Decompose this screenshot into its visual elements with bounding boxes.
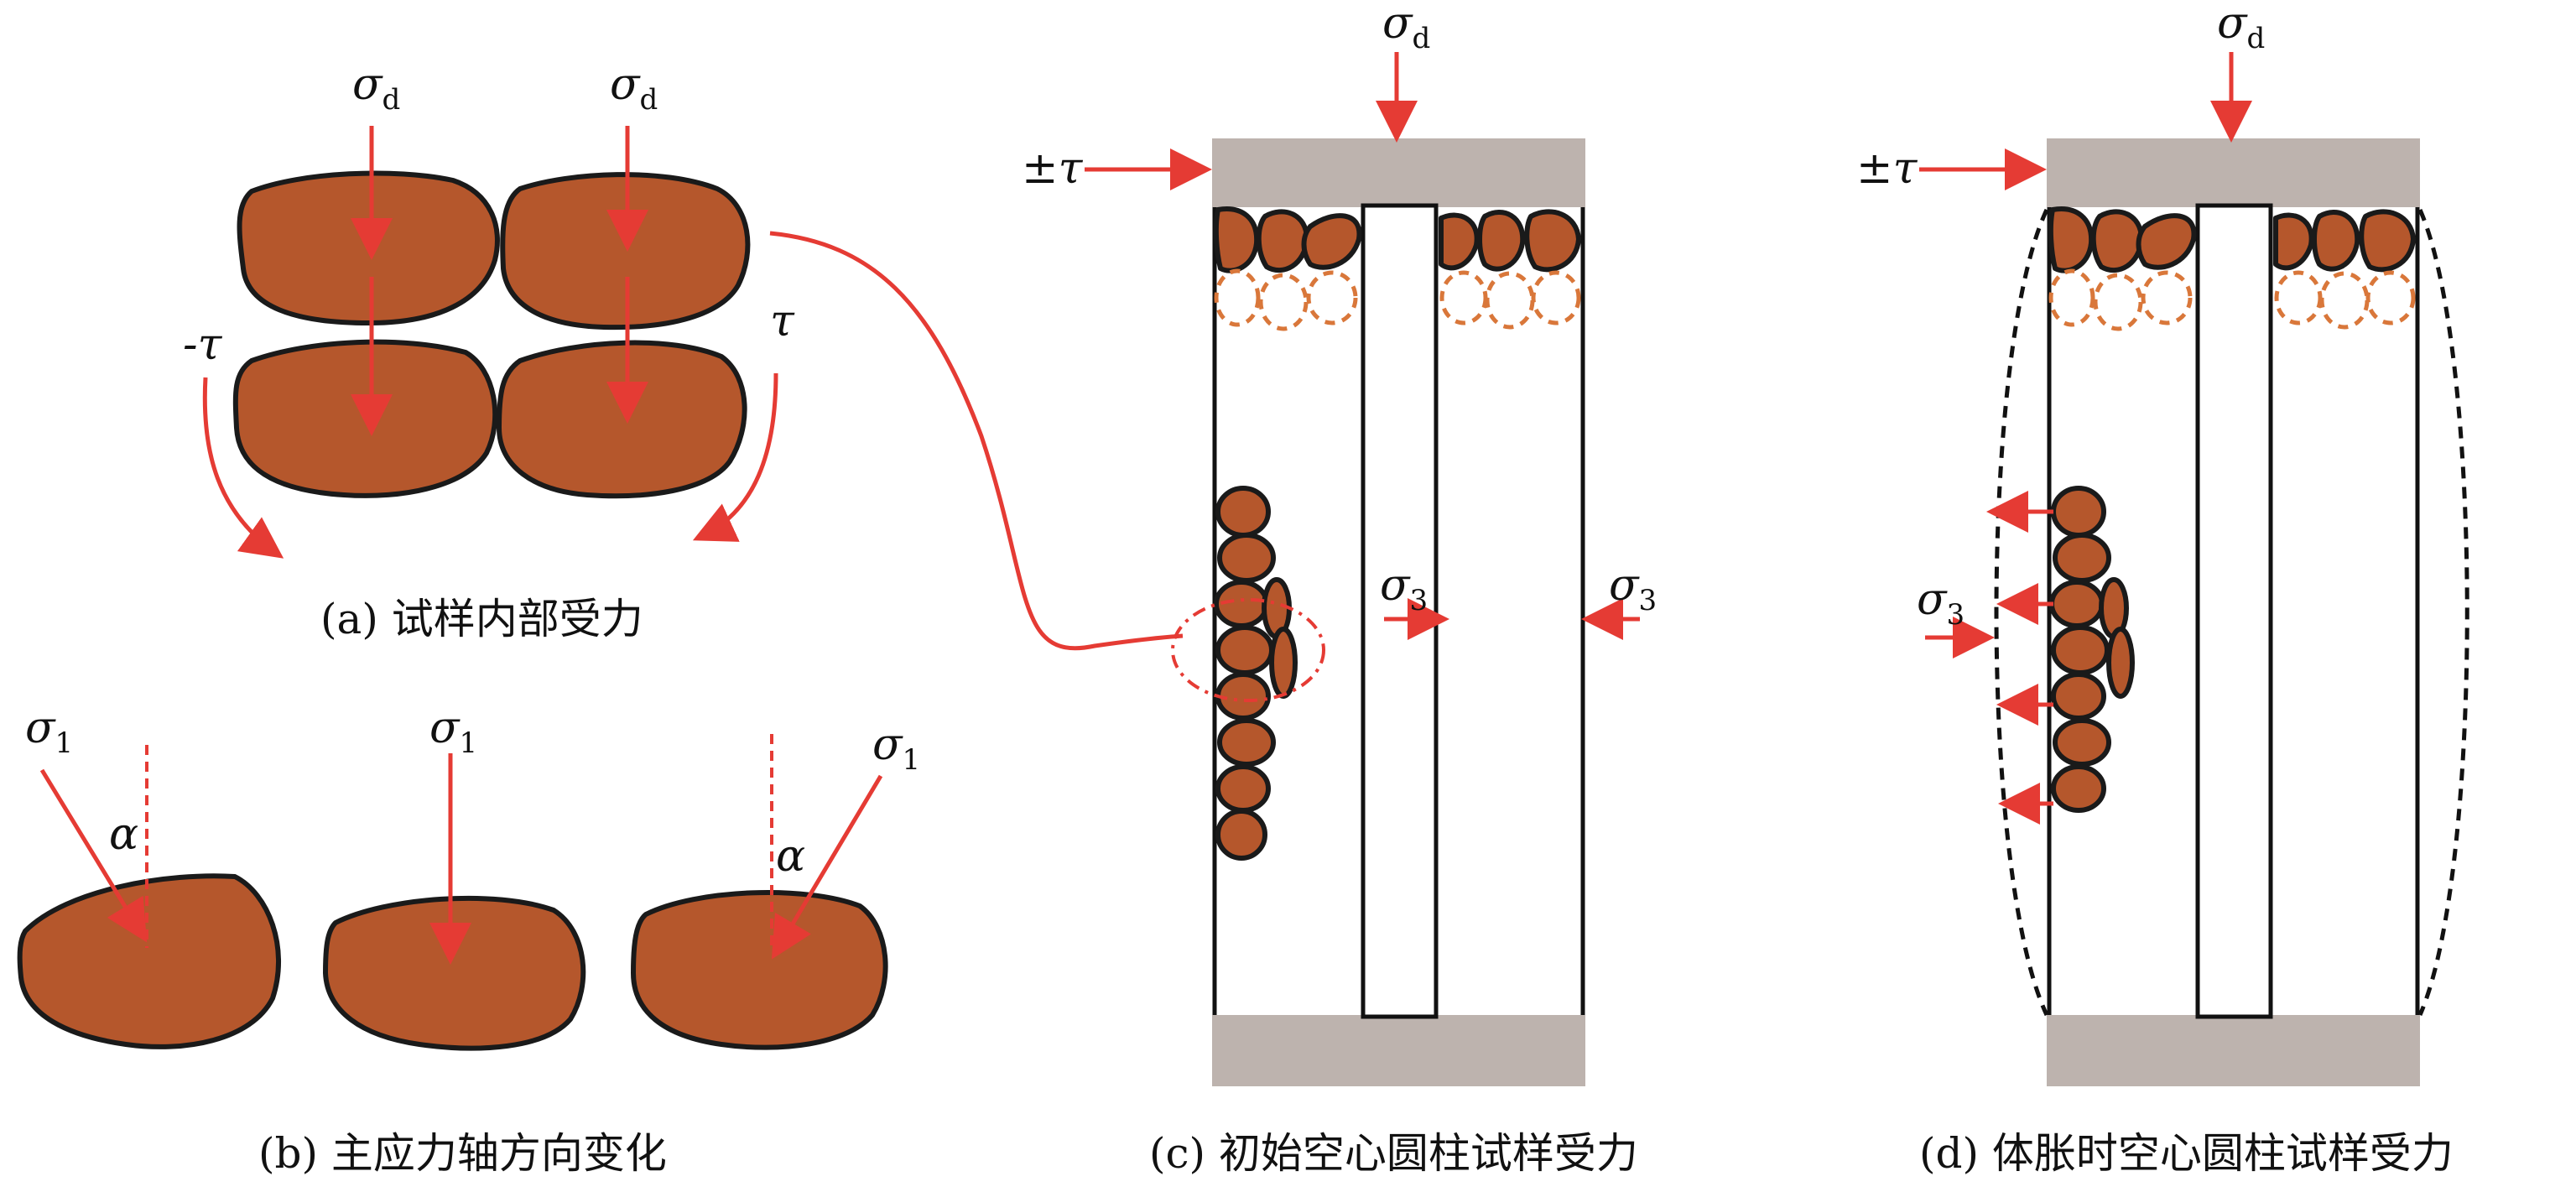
- ghost-particle-c-6: [1531, 270, 1581, 325]
- particle-d-top-4: [2273, 212, 2314, 271]
- particle-c-top-4: [1439, 212, 1480, 271]
- inner-hollow-core-d: [2195, 203, 2273, 1019]
- top-loading-plate-c: [1212, 138, 1585, 207]
- ghost-particle-d-5: [2319, 271, 2370, 330]
- sigma-d-label-a-right: σd: [610, 60, 658, 117]
- ghost-particle-c-2: [1258, 273, 1309, 331]
- bulge-outline-left-d: [1994, 208, 2049, 1017]
- pm-tau-label-d: ±τ: [1856, 143, 1918, 194]
- alpha-label-b-right: α: [776, 831, 805, 882]
- particle-d-top-2: [2090, 209, 2144, 273]
- particle-a-bottom-right: [497, 340, 747, 499]
- zoom-connector-curve: [769, 231, 1184, 651]
- ghost-particle-c-5: [1485, 271, 1535, 330]
- particle-a-top-left: [237, 170, 500, 325]
- particle-d-top-1: [2048, 206, 2095, 273]
- caption-b: (b) 主应力轴方向变化: [258, 1129, 667, 1178]
- sigma-3-label-d: σ3: [1917, 575, 1965, 632]
- panel-c: σd ±τ σ3 σ3: [1022, 0, 1657, 1178]
- particle-d-top-3: [2136, 213, 2197, 270]
- top-loading-plate-d: [2047, 138, 2420, 207]
- sigma-1-arrow-b-left: [39, 768, 148, 943]
- bottom-loading-plate-d: [2047, 1015, 2420, 1086]
- particle-a-top-right: [500, 172, 751, 331]
- sigma-3-label-c-inner: σ3: [1380, 560, 1428, 617]
- sigma-1-label-b-mid: σ1: [429, 703, 477, 760]
- panel-a: σd σd -τ τ (a) 试样内部受力: [183, 60, 795, 643]
- particle-column-d: [2049, 486, 2135, 813]
- highlight-ellipse-c: [1171, 598, 1325, 702]
- pm-tau-label-c: ±τ: [1022, 143, 1084, 194]
- bulge-outline-right-d: [2417, 208, 2469, 1017]
- alpha-label-b-left: α: [109, 809, 138, 860]
- sigma-1-label-b-left: σ1: [25, 703, 73, 760]
- ghost-particle-d-2: [2093, 273, 2143, 331]
- particle-d-top-5: [2312, 210, 2360, 272]
- ghost-particle-c-4: [1439, 270, 1488, 325]
- sigma-1-label-b-right: σ1: [872, 720, 920, 777]
- particle-c-top-1: [1213, 206, 1260, 273]
- particle-b-right: [631, 890, 888, 1050]
- caption-a: (a) 试样内部受力: [320, 595, 643, 643]
- ghost-particle-d-1: [2048, 268, 2095, 327]
- tau-arrow: [692, 372, 778, 542]
- ghost-particle-d-4: [2274, 270, 2323, 325]
- caption-c: (c) 初始空心圆柱试样受力: [1149, 1129, 1638, 1178]
- particle-d-top-6: [2359, 209, 2416, 273]
- ghost-particle-c-1: [1214, 268, 1261, 327]
- particle-a-bottom-left: [232, 339, 498, 498]
- panel-d: σd ±τ σ3: [1856, 0, 2469, 1178]
- panel-b: σ1 σ1 σ1 α α (b) 主应力轴方向变化: [17, 703, 920, 1178]
- ghost-particle-d-6: [2365, 270, 2416, 325]
- sigma-d-label-a-left: σd: [352, 60, 400, 117]
- particle-column-c: [1214, 486, 1298, 861]
- tau-label: τ: [770, 296, 795, 346]
- neg-tau-arrow: [202, 377, 284, 559]
- sigma-d-label-d: σd: [2217, 0, 2265, 55]
- caption-d: (d) 体胀时空心圆柱试样受力: [1919, 1129, 2454, 1178]
- particle-c-top-3: [1301, 213, 1362, 270]
- particle-b-left: [17, 873, 281, 1049]
- ghost-particle-d-3: [2141, 270, 2193, 325]
- particle-b-mid: [323, 895, 586, 1051]
- sigma-d-label-c: σd: [1382, 0, 1430, 55]
- neg-tau-label: -τ: [183, 320, 223, 370]
- bottom-loading-plate-c: [1212, 1015, 1585, 1086]
- sigma-3-label-c-outer: σ3: [1609, 560, 1657, 617]
- ghost-particle-c-3: [1306, 270, 1358, 325]
- sigma-1-arrow-b-right: [771, 774, 883, 960]
- particle-c-top-2: [1256, 209, 1309, 273]
- particle-c-top-5: [1477, 210, 1526, 272]
- particle-c-top-6: [1524, 209, 1581, 273]
